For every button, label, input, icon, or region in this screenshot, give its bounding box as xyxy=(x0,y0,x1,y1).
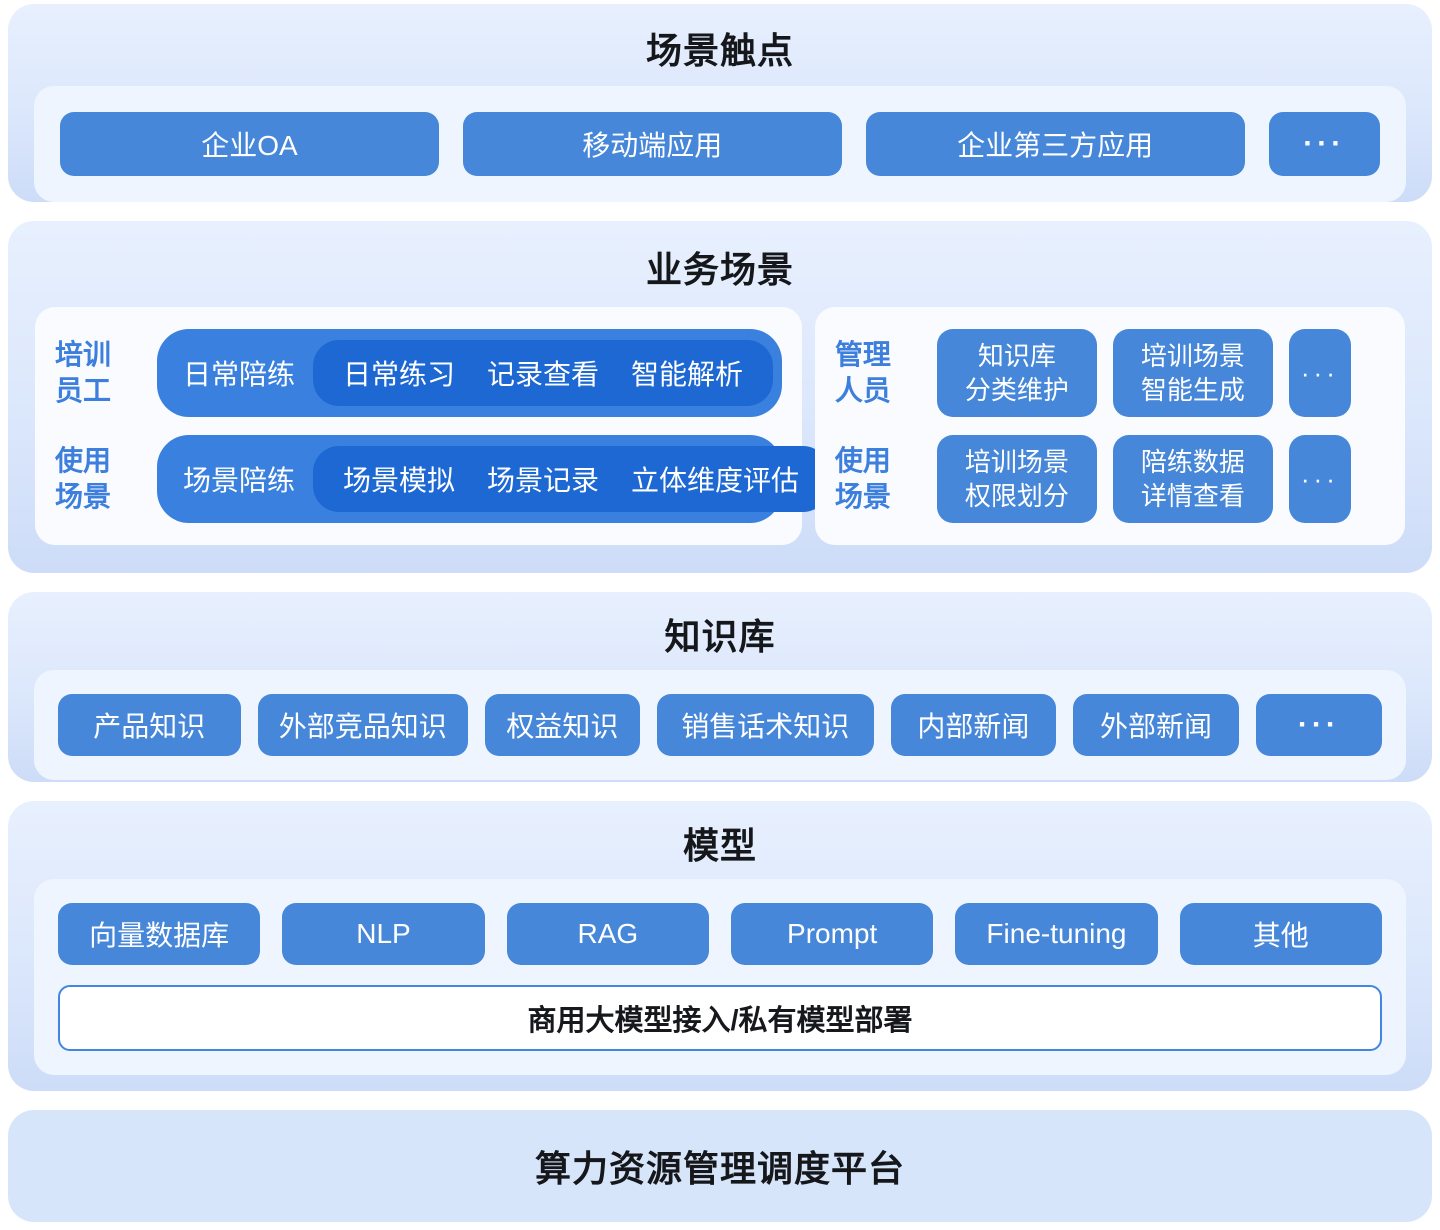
sub-item: 场景模拟 xyxy=(343,465,456,496)
admin-scenarios-card: 管理 人员 知识库 分类维护 培训场景 智能生成 ··· 使用 场景 xyxy=(814,307,1405,545)
section-touchpoints: 场景触点 企业OA 移动端应用 企业第三方应用 ··· xyxy=(8,4,1432,215)
daily-training-sub-items: 日常练习 记录查看 智能解析 xyxy=(313,340,774,406)
touchpoint-mobile-app: 移动端应用 xyxy=(462,112,842,176)
usage-label: 使用 场景 xyxy=(55,445,112,512)
kb-category-maintenance-button: 知识库 分类维护 xyxy=(936,329,1097,417)
section-knowledge-base: 知识库 产品知识 外部竞品知识 权益知识 销售话术知识 内部新闻 外部新闻 ··… xyxy=(8,592,1432,795)
model-prompt: Prompt xyxy=(730,903,934,965)
knowledge-title: 知识库 xyxy=(664,616,776,657)
pill-label: 场景陪练 xyxy=(183,465,296,496)
sub-item: 立体维度评估 xyxy=(631,465,800,496)
knowledge-internal-news: 内部新闻 xyxy=(890,694,1057,756)
model-title: 模型 xyxy=(682,825,757,866)
sub-item: 记录查看 xyxy=(487,359,600,390)
model-card: 向量数据库 NLP RAG Prompt Fine-tuning 其他 商用大模… xyxy=(34,879,1406,1075)
scene-training-row: 使用 场景 场景陪练 场景模拟 场景记录 立体维度评估 xyxy=(55,435,830,523)
knowledge-card: 产品知识 外部竞品知识 权益知识 销售话术知识 内部新闻 外部新闻 ··· xyxy=(34,670,1406,780)
admin-usage-more-ellipsis: ··· xyxy=(1288,435,1351,523)
sub-item: 日常练习 xyxy=(343,359,456,390)
knowledge-product: 产品知识 xyxy=(58,694,241,756)
training-data-detail-button: 陪练数据 详情查看 xyxy=(1112,435,1273,523)
business-cards: 培训 员工 日常陪练 日常练习 记录查看 智能解析 使用 场景 xyxy=(35,307,1405,545)
touchpoint-third-party-app: 企业第三方应用 xyxy=(865,112,1245,176)
model-nlp: NLP xyxy=(282,903,485,965)
model-vector-db: 向量数据库 xyxy=(58,903,261,965)
scene-training-pill: 场景陪练 场景模拟 场景记录 立体维度评估 xyxy=(157,435,830,523)
daily-training-row: 培训 员工 日常陪练 日常练习 记录查看 智能解析 xyxy=(55,329,782,417)
trainee-label: 培训 员工 xyxy=(55,339,112,406)
sub-item: 智能解析 xyxy=(631,359,744,390)
section-model: 模型 向量数据库 NLP RAG Prompt Fine-tuning 其他 商… xyxy=(8,801,1432,1104)
touchpoint-enterprise-oa: 企业OA xyxy=(60,112,439,176)
touchpoints-title: 场景触点 xyxy=(645,30,794,71)
knowledge-competitor: 外部竞品知识 xyxy=(257,694,468,756)
section-compute-platform: 算力资源管理调度平台 xyxy=(8,1110,1432,1222)
knowledge-benefits: 权益知识 xyxy=(484,694,640,756)
admin-more-ellipsis: ··· xyxy=(1288,329,1351,417)
admin-label: 管理 人员 xyxy=(834,339,891,406)
model-other: 其他 xyxy=(1179,903,1382,965)
pill-label: 日常陪练 xyxy=(183,359,296,390)
admin-usage-label: 使用 场景 xyxy=(834,445,891,512)
model-rag: RAG xyxy=(506,903,709,965)
sub-item: 场景记录 xyxy=(487,465,600,496)
daily-training-pill: 日常陪练 日常练习 记录查看 智能解析 xyxy=(157,329,782,417)
touchpoints-card: 企业OA 移动端应用 企业第三方应用 ··· xyxy=(34,86,1406,202)
model-deployment-bar: 商用大模型接入/私有模型部署 xyxy=(58,985,1382,1051)
scene-auto-generation-button: 培训场景 智能生成 xyxy=(1112,329,1273,417)
model-fine-tuning: Fine-tuning xyxy=(955,903,1158,965)
platform-title: 算力资源管理调度平台 xyxy=(534,1148,905,1189)
section-business-scenarios: 业务场景 培训 员工 日常陪练 日常练习 记录查看 智能解析 xyxy=(8,221,1432,586)
touchpoints-more-ellipsis: ··· xyxy=(1268,112,1380,176)
model-button-row: 向量数据库 NLP RAG Prompt Fine-tuning 其他 xyxy=(58,903,1382,965)
business-title: 业务场景 xyxy=(645,249,794,290)
scene-permission-button: 培训场景 权限划分 xyxy=(936,435,1097,523)
admin-row: 管理 人员 知识库 分类维护 培训场景 智能生成 ··· xyxy=(835,329,1385,417)
knowledge-external-news: 外部新闻 xyxy=(1073,694,1239,756)
admin-usage-row: 使用 场景 培训场景 权限划分 陪练数据 详情查看 ··· xyxy=(835,435,1385,523)
scene-training-sub-items: 场景模拟 场景记录 立体维度评估 xyxy=(313,446,830,512)
knowledge-sales-script: 销售话术知识 xyxy=(656,694,874,756)
knowledge-more-ellipsis: ··· xyxy=(1255,694,1382,756)
trainee-scenarios-card: 培训 员工 日常陪练 日常练习 记录查看 智能解析 使用 场景 xyxy=(35,307,830,545)
